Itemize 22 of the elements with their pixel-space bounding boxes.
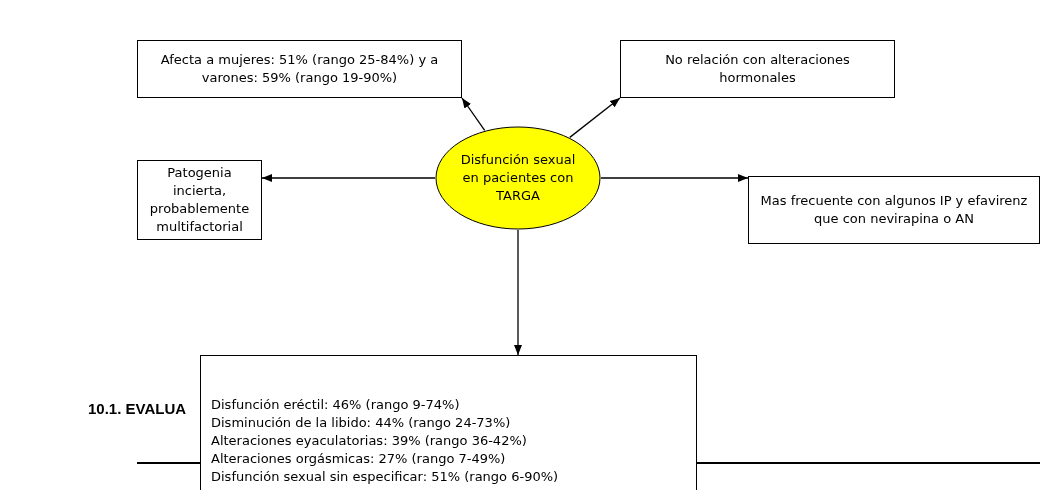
node-text: No relación con alteraciones hormonales (664, 51, 851, 87)
text-box (137, 40, 462, 98)
arrow (600, 174, 749, 182)
arrow (461, 97, 486, 132)
list-item: Disminución de la libido: 44% (rango 24-73%) (211, 414, 511, 432)
list-box (200, 355, 697, 490)
section-heading: 10.1. EVALUA (88, 400, 187, 417)
node-text: Patogenia incierta, probablemente multifactorial (148, 164, 251, 236)
arrow (514, 229, 522, 356)
text-box (748, 176, 1040, 244)
node-text: Mas frecuente con algunos IP y efavirenz que con nevirapina o AN (759, 192, 1029, 228)
node-text: Disfunción sexual en pacientes con TARGA (459, 151, 577, 205)
arrow (261, 174, 436, 182)
list-item: Alteraciones eyaculatorias: 39% (rango 36-42%) (211, 432, 527, 450)
text-box (620, 40, 895, 98)
text-box (137, 160, 262, 240)
ellipse-node (435, 126, 601, 230)
list-item: Disfunción sexual sin especificar: 51% (rango 6-90%) (211, 468, 559, 486)
node-text: Afecta a mujeres: 51% (rango 25-84%) y a varones: 59% (rango 19-90%) (159, 51, 440, 87)
list-item: Disfunción eréctil: 46% (rango 9-74%) (211, 396, 460, 414)
arrow (569, 97, 621, 138)
list-item: Alteraciones orgásmicas: 27% (rango 7-49%) (211, 450, 506, 468)
